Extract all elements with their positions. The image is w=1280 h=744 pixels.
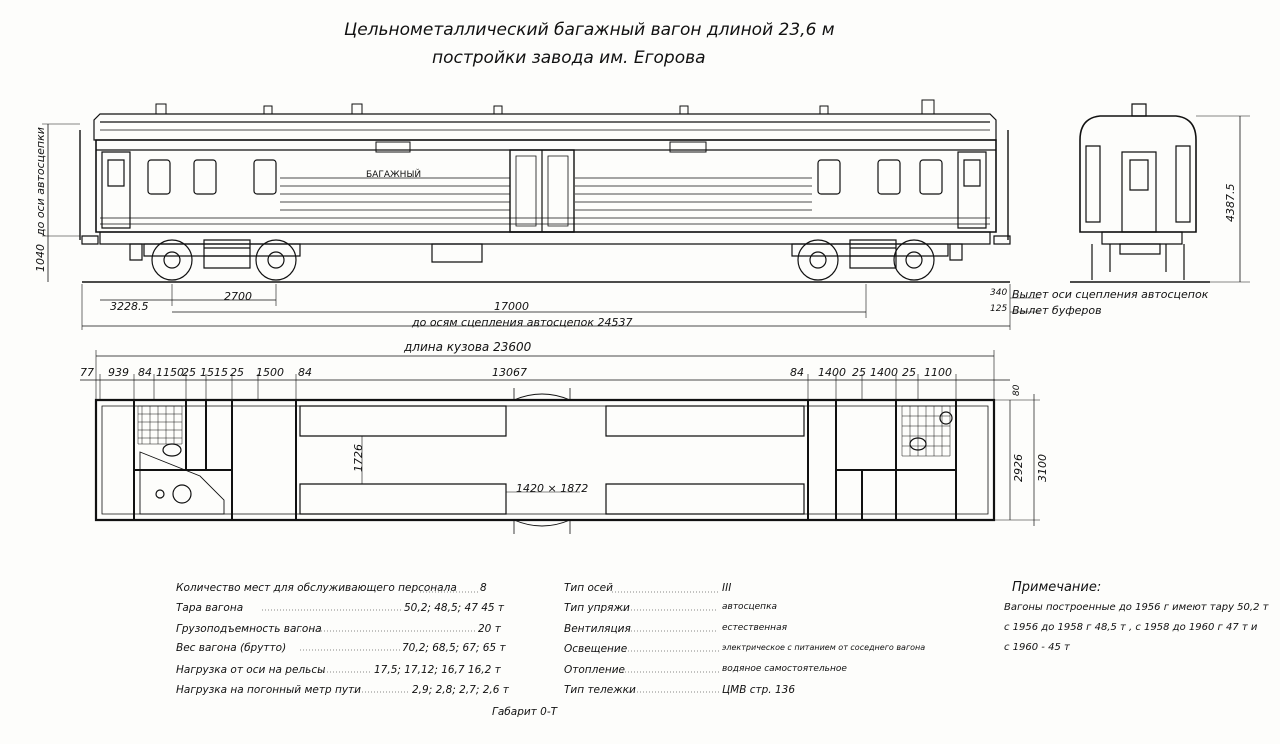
dim-bogie-base: 2700 [224, 290, 252, 303]
note-coupler-overhang-value: 340 [990, 288, 1008, 298]
car-side-label: БАГАЖНЫЙ [366, 170, 422, 180]
dim-top-3: 1150 [156, 366, 184, 379]
note-line-2: с 1956 до 1958 г 48,5 т , с 1958 до 1960… [1004, 622, 1258, 633]
dim-top-14: 25 [902, 366, 916, 379]
spec-left-label-5: Нагрузка на погонный метр пути [176, 684, 361, 696]
spec-left-label-0: Количество мест для обслуживающего персо… [176, 582, 457, 594]
dim-top-9: 13067 [492, 366, 527, 379]
dim-top-0: 77 [80, 366, 94, 379]
dim-top-15: 1100 [924, 366, 952, 379]
plan-view [80, 350, 1040, 534]
dim-top-12: 25 [852, 366, 866, 379]
spec-left-value-5: 2,9; 2,8; 2,7; 2,6 т [412, 684, 509, 696]
dim-coupler-axes: до осям сцепления автосцепок 24537 [412, 316, 633, 329]
spec-left-label-2: Грузоподъемность вагона [176, 623, 322, 635]
spec-left-value-1: 50,2; 48,5; 47 45 т [404, 602, 505, 614]
note-coupler-overhang: Вылет оси сцепления автосцепок [1012, 288, 1209, 301]
spec-left-label-1: Тара вагона [176, 602, 244, 614]
dim-top-13: 1400 [870, 366, 898, 379]
spec-right-label-0: Тип осей [564, 582, 613, 594]
note-heading: Примечание: [1012, 580, 1102, 595]
note-line-1: Вагоны построенные до 1956 г имеют тару … [1004, 602, 1269, 613]
spec-left-label-4: Нагрузка от оси на рельсы [176, 664, 326, 676]
dim-top-11: 1400 [818, 366, 846, 379]
dim-axle-height: 1040 [34, 244, 47, 272]
spec-right-value-3: электрическое с питанием от соседнего ва… [722, 643, 926, 652]
dim-axis-label: до оси автосцепки [34, 127, 47, 236]
spec-left-value-4: 17,5; 17,12; 16,7 16,2 т [374, 664, 501, 676]
spec-right-value-1: автосцепка [722, 602, 778, 612]
spec-right-label-4: Отопление [564, 664, 625, 676]
spec-left-label-3: Вес вагона (брутто) [176, 642, 287, 654]
note-buffer-overhang: Вылет буферов [1012, 304, 1102, 317]
spec-left-value-2: 20 т [478, 623, 501, 635]
end-view [1070, 104, 1250, 282]
dim-width-1: 2926 [1012, 454, 1025, 482]
note-line-3: с 1960 - 45 т [1004, 642, 1070, 653]
spec-right-value-0: III [722, 582, 732, 594]
dim-body-length: длина кузова 23600 [404, 340, 532, 354]
dim-top-5: 1515 [200, 366, 228, 379]
spec-right-value-2: естественная [722, 623, 787, 633]
spec-left-value-3: 70,2; 68,5; 67; 65 т [402, 642, 506, 654]
dim-top-1: 939 [108, 366, 129, 379]
side-view [42, 100, 1040, 330]
dim-top-10: 84 [790, 366, 804, 379]
dim-small: 80 [1012, 384, 1022, 396]
spec-right-label-2: Вентиляция [564, 623, 631, 635]
dim-bogie-centers: 17000 [494, 300, 529, 313]
spec-leaders [262, 592, 720, 692]
dim-top-2: 84 [138, 366, 152, 379]
dim-door-size: 1420 × 1872 [516, 482, 589, 495]
dim-top-4: 25 [182, 366, 196, 379]
spec-right-label-5: Тип тележки [564, 684, 636, 696]
gauge-label: Габарит 0-Т [492, 706, 558, 718]
dim-end-height: 4387.5 [1224, 183, 1237, 223]
drawing-subtitle: постройки завода им. Егорова [432, 48, 706, 68]
spec-right-label-3: Освещение [564, 643, 628, 655]
spec-right-label-1: Тип упряжи [564, 602, 630, 614]
spec-right-value-4: водяное самостоятельное [722, 664, 847, 674]
dim-top-8: 84 [298, 366, 312, 379]
spec-right-value-5: ЦМВ стр. 136 [722, 684, 796, 696]
bogie-left [144, 240, 300, 280]
dim-top-6: 25 [230, 366, 244, 379]
dim-top-7: 1500 [256, 366, 284, 379]
note-buffer-overhang-value: 125 [990, 304, 1008, 314]
spec-left-value-0: 8 [480, 582, 487, 594]
bogie-right [792, 240, 948, 280]
dim-width-2: 3100 [1036, 454, 1049, 482]
drawing-title: Цельнометаллический багажный вагон длино… [344, 20, 835, 40]
dim-inner-width: 1726 [352, 444, 365, 472]
dim-left-overhang: 3228.5 [110, 300, 149, 313]
